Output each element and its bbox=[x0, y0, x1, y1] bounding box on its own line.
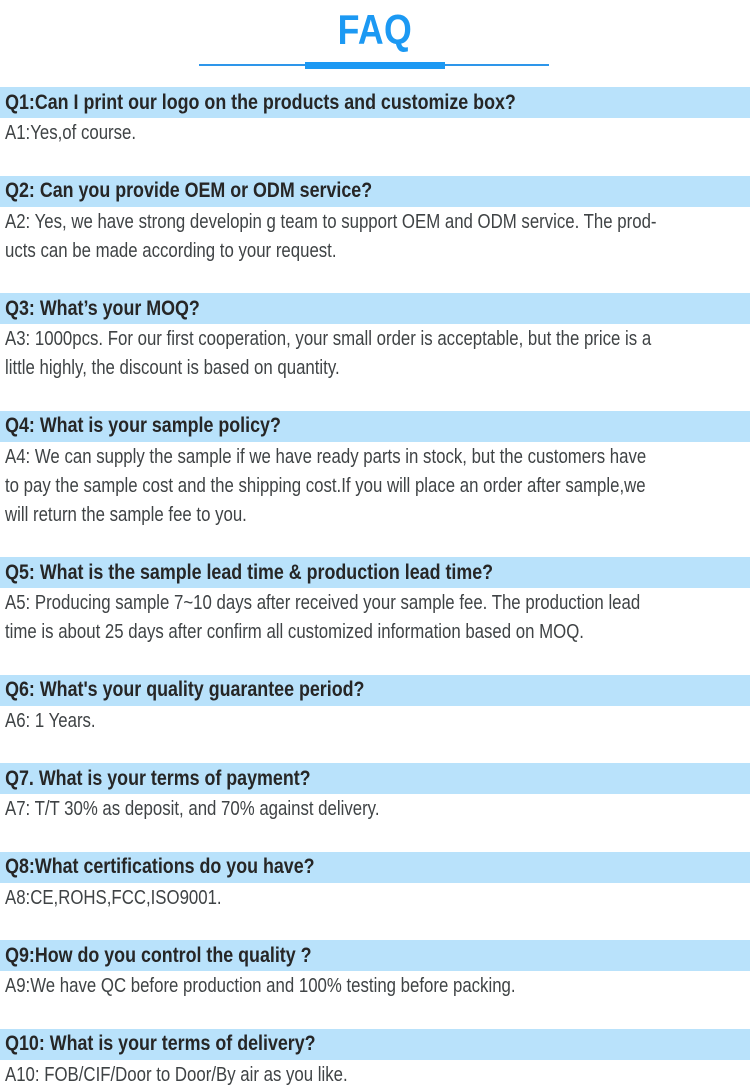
faq-question-bar: Q5: What is the sample lead time & produ… bbox=[0, 557, 750, 588]
faq-item: Q8:What certifications do you have? A8:C… bbox=[0, 851, 750, 913]
faq-answer-line: A3: 1000pcs. For our first cooperation, … bbox=[5, 328, 652, 350]
faq-question-text: Q10: What is your terms of delivery? bbox=[5, 1032, 316, 1055]
faq-item: Q1:Can I print our logo on the products … bbox=[0, 87, 750, 148]
faq-answer: A9:We have QC before production and 100%… bbox=[0, 971, 750, 1001]
faq-answer: A10: FOB/CIF/Door to Door/By air as you … bbox=[0, 1060, 750, 1090]
faq-answer-line: A4: We can supply the sample if we have … bbox=[5, 445, 647, 468]
faq-answer: A3: 1000pcs. For our first cooperation, … bbox=[0, 324, 750, 383]
faq-question-bar: Q7. What is your terms of payment? bbox=[0, 763, 750, 794]
faq-question-text: Q3: What’s your MOQ? bbox=[5, 296, 200, 320]
faq-answer: A6: 1 Years. bbox=[0, 706, 750, 736]
faq-question-bar: Q9:How do you control the quality ? bbox=[0, 940, 750, 971]
title-divider-thick-segment bbox=[305, 62, 445, 69]
faq-answer-line: A6: 1 Years. bbox=[5, 709, 96, 732]
title-divider bbox=[0, 62, 750, 69]
faq-answer-line: will return the sample fee to you. bbox=[5, 503, 247, 526]
faq-question-text: Q7. What is your terms of payment? bbox=[5, 766, 311, 790]
faq-item: Q5: What is the sample lead time & produ… bbox=[0, 557, 750, 647]
faq-item: Q6: What's your quality guarantee period… bbox=[0, 674, 750, 736]
faq-answer-line: to pay the sample cost and the shipping … bbox=[5, 474, 646, 497]
faq-answer: A2: Yes, we have strong developin g team… bbox=[0, 207, 750, 266]
faq-header: FAQ bbox=[0, 0, 750, 69]
faq-answer: A1:Yes,of course. bbox=[0, 118, 750, 148]
faq-item: Q7. What is your terms of payment? A7: T… bbox=[0, 763, 750, 824]
faq-answer-line: time is about 25 days after confirm all … bbox=[5, 621, 584, 643]
faq-question-text: Q4: What is your sample policy? bbox=[5, 414, 281, 437]
faq-item: Q10: What is your terms of delivery? A10… bbox=[0, 1028, 750, 1090]
faq-answer-line: ucts can be made according to your reque… bbox=[5, 239, 337, 262]
faq-question-text: Q8:What certifications do you have? bbox=[5, 855, 315, 878]
faq-question-text: Q5: What is the sample lead time & produ… bbox=[5, 560, 494, 584]
faq-answer-line: A10: FOB/CIF/Door to Door/By air as you … bbox=[5, 1063, 348, 1086]
faq-answer-line: A1:Yes,of course. bbox=[5, 122, 137, 144]
faq-list: Q1:Can I print our logo on the products … bbox=[0, 87, 750, 1090]
faq-question-bar: Q1:Can I print our logo on the products … bbox=[0, 87, 750, 118]
faq-item: Q3: What’s your MOQ? A3: 1000pcs. For ou… bbox=[0, 293, 750, 383]
faq-answer: A8:CE,ROHS,FCC,ISO9001. bbox=[0, 883, 750, 913]
faq-question-text: Q6: What's your quality guarantee period… bbox=[5, 678, 365, 701]
faq-question-bar: Q10: What is your terms of delivery? bbox=[0, 1028, 750, 1060]
faq-question-text: Q9:How do you control the quality ? bbox=[5, 943, 312, 967]
faq-answer-line: A8:CE,ROHS,FCC,ISO9001. bbox=[5, 886, 222, 909]
faq-answer-line: A2: Yes, we have strong developin g team… bbox=[5, 210, 657, 233]
faq-answer-line: A7: T/T 30% as deposit, and 70% against … bbox=[5, 798, 380, 820]
faq-question-text: Q1:Can I print our logo on the products … bbox=[5, 90, 516, 114]
faq-answer: A7: T/T 30% as deposit, and 70% against … bbox=[0, 794, 750, 824]
page-title: FAQ bbox=[337, 6, 413, 53]
faq-question-text: Q2: Can you provide OEM or ODM service? bbox=[5, 179, 373, 202]
faq-answer: A4: We can supply the sample if we have … bbox=[0, 442, 750, 530]
faq-answer-line: A9:We have QC before production and 100%… bbox=[5, 975, 516, 997]
faq-question-bar: Q2: Can you provide OEM or ODM service? bbox=[0, 175, 750, 207]
faq-question-bar: Q4: What is your sample policy? bbox=[0, 410, 750, 442]
faq-item: Q2: Can you provide OEM or ODM service? … bbox=[0, 175, 750, 266]
faq-item: Q4: What is your sample policy? A4: We c… bbox=[0, 410, 750, 530]
faq-answer-line: little highly, the discount is based on … bbox=[5, 357, 340, 379]
faq-answer-line: A5: Producing sample 7~10 days after rec… bbox=[5, 592, 641, 614]
faq-question-bar: Q8:What certifications do you have? bbox=[0, 851, 750, 883]
faq-answer: A5: Producing sample 7~10 days after rec… bbox=[0, 588, 750, 647]
faq-question-bar: Q6: What's your quality guarantee period… bbox=[0, 674, 750, 706]
faq-question-bar: Q3: What’s your MOQ? bbox=[0, 293, 750, 324]
faq-item: Q9:How do you control the quality ? A9:W… bbox=[0, 940, 750, 1001]
